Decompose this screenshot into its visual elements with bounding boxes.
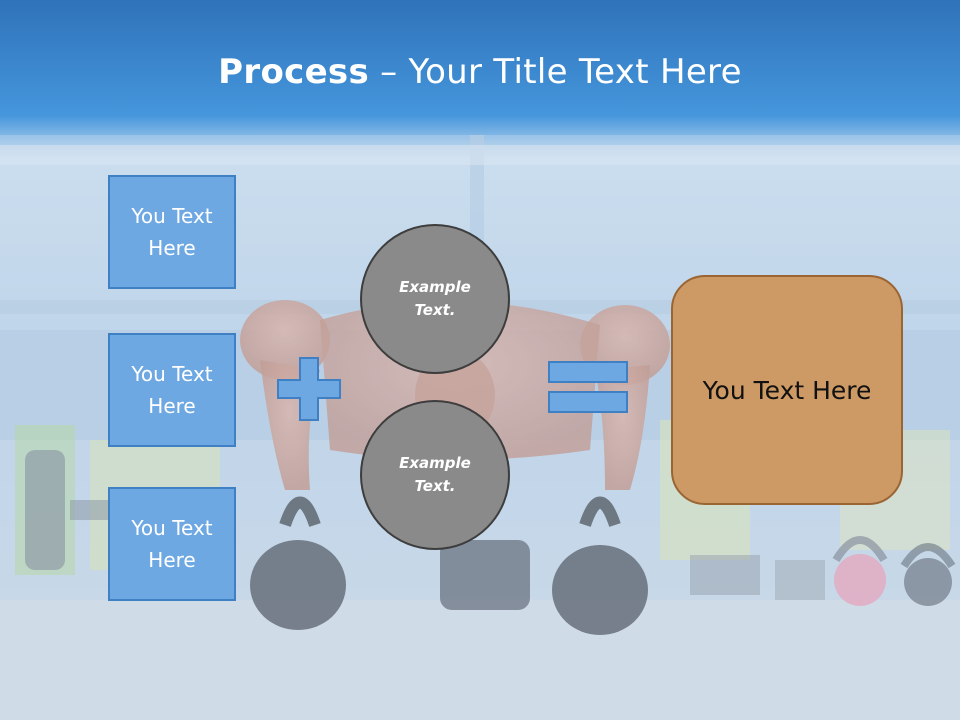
title-rest: Your Title Text Here — [408, 52, 742, 92]
text-box-2-line2: Here — [148, 394, 196, 418]
text-box-1-line2: Here — [148, 236, 196, 260]
title-dash: – — [369, 52, 409, 92]
example-circle-2-line1: Example — [399, 454, 471, 472]
text-box-2-line1: You Text — [131, 362, 213, 386]
text-box-3-line2: Here — [148, 548, 196, 572]
equals-icon — [548, 361, 628, 413]
result-text: You Text Here — [702, 375, 872, 405]
plus-icon — [277, 357, 341, 421]
slide-title: Process – Your Title Text Here — [0, 52, 960, 92]
example-circle-1-line2: Text. — [414, 301, 456, 319]
text-box-1-line1: You Text — [131, 204, 213, 228]
title-bold: Process — [218, 52, 370, 92]
example-circle-1-line1: Example — [399, 278, 471, 296]
text-box-3-line1: You Text — [131, 516, 213, 540]
example-circle-2-line2: Text. — [414, 477, 456, 495]
result-box: You Text Here — [671, 275, 903, 505]
